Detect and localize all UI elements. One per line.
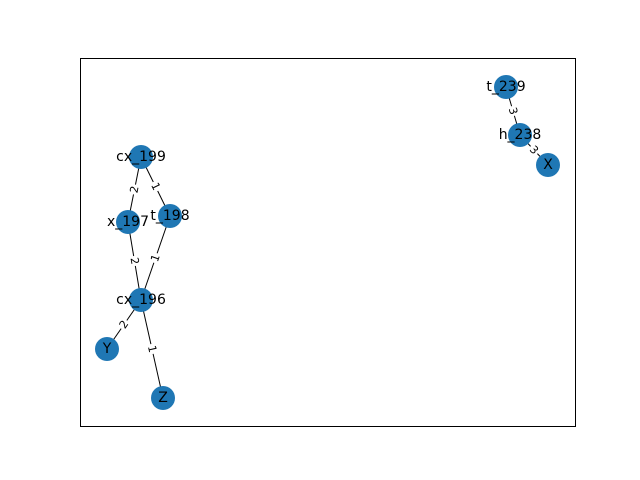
- edge-label: 3: [506, 106, 520, 116]
- edge-label-background: [115, 316, 133, 333]
- node-label-cx_199: cx_199: [116, 149, 166, 165]
- edge-label-group: 3: [504, 104, 522, 118]
- edge-label-group: 2: [126, 183, 143, 196]
- edge-label: 2: [127, 185, 141, 194]
- edge-label-background: [147, 178, 164, 195]
- node-label-h_238: h_238: [499, 127, 542, 143]
- edge-label-background: [504, 104, 522, 118]
- plot-frame: [80, 58, 576, 427]
- edge-label-group: 1: [144, 342, 160, 356]
- edge-label: 2: [128, 256, 142, 265]
- node-cx_199: [129, 145, 153, 169]
- node-label-Z: Z: [158, 390, 168, 406]
- edge-label-background: [126, 183, 143, 196]
- node-Y: [95, 337, 119, 361]
- edge-label: 1: [148, 253, 163, 264]
- node-cx_196: [129, 288, 153, 312]
- edge-label-group: 1: [147, 178, 164, 195]
- edge-label-group: 2: [115, 316, 133, 333]
- edges-layer: [106, 86, 549, 399]
- node-h_238: [508, 123, 532, 147]
- node-t_239: [494, 75, 518, 99]
- node-label-t_198: t_198: [150, 208, 189, 224]
- edge-label-background: [525, 141, 543, 159]
- edge-label-group: 1: [147, 250, 164, 266]
- edge-label: 1: [145, 344, 159, 354]
- nodes-layer: [95, 75, 560, 410]
- node-label-t_239: t_239: [486, 79, 525, 95]
- node-label-Y: Y: [102, 341, 112, 357]
- edge-label-background: [126, 254, 143, 268]
- edge-label-background: [147, 250, 164, 266]
- node-x_197: [116, 210, 140, 234]
- edge-label-group: 3: [525, 141, 543, 159]
- node-Z: [151, 386, 175, 410]
- node-label-X: X: [543, 157, 553, 173]
- node-t_198: [158, 204, 182, 228]
- edge-label-group: 2: [126, 254, 143, 268]
- node-label-x_197: x_197: [107, 214, 149, 230]
- node-X: [536, 153, 560, 177]
- edge-label-background: [144, 342, 160, 356]
- node-label-cx_196: cx_196: [116, 292, 166, 308]
